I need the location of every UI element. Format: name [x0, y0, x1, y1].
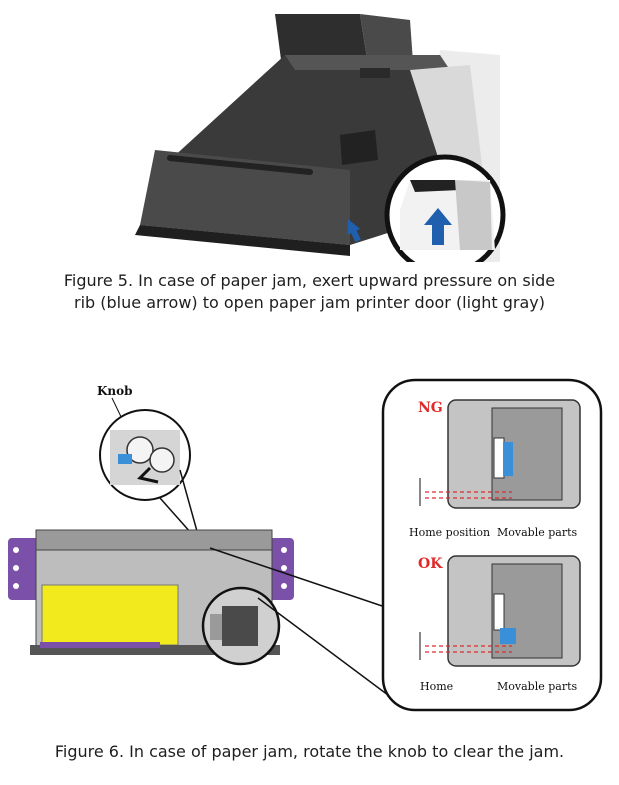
upward-arrow-icon — [347, 219, 361, 243]
bracket-hole — [281, 583, 287, 589]
front-lip — [135, 225, 350, 256]
printer-slot — [340, 130, 378, 165]
ok-home-label: Home — [420, 680, 453, 693]
inset-rib — [410, 180, 460, 192]
inset-upward-arrow-icon — [424, 208, 452, 245]
figure-5-caption: Figure 5. In case of paper jam, exert up… — [0, 270, 619, 314]
inset-side — [455, 180, 492, 250]
base-purple-strip — [40, 642, 160, 648]
printer-top-edge — [285, 55, 450, 70]
bracket-hole — [281, 565, 287, 571]
bracket-hole — [13, 583, 19, 589]
figure-5-illustration — [135, 14, 506, 262]
bracket-hole — [13, 565, 19, 571]
figure-6-illustration: Knob NG Home position Movable parts OK — [8, 378, 603, 712]
ok-status-label: OK — [418, 556, 443, 572]
bracket-hole — [281, 547, 287, 553]
knob-label: Knob — [97, 384, 133, 398]
knob-blue-part — [118, 454, 132, 464]
knob-gear — [126, 436, 154, 464]
ng-home-position-label: Home position — [409, 526, 490, 539]
ng-spring — [493, 437, 505, 479]
ng-movable-parts-label: Movable parts — [497, 526, 578, 539]
printer-base — [30, 645, 280, 655]
rotate-arrow-icon — [137, 466, 159, 484]
ok-spring — [493, 593, 505, 631]
figure-5-caption-line-1: Figure 5. In case of paper jam, exert up… — [63, 271, 556, 290]
mechanism-gears — [222, 606, 258, 646]
ng-movable-part — [503, 442, 513, 476]
mechanism-spring — [210, 614, 222, 640]
callout-pointer-line-1 — [209, 547, 389, 609]
ok-movable-parts-label: Movable parts — [497, 680, 578, 693]
right-bracket — [268, 538, 294, 600]
left-bracket — [8, 538, 40, 600]
door-slot — [167, 155, 313, 175]
control-buttons — [360, 68, 390, 78]
bracket-hole — [13, 547, 19, 553]
ok-movable-part — [500, 628, 516, 644]
knob-wheel — [149, 447, 175, 473]
paper-area — [41, 584, 179, 646]
figure-5-caption-line-2: rib (blue arrow) to open paper jam print… — [74, 293, 545, 312]
figure-6-caption: Figure 6. In case of paper jam, rotate t… — [54, 742, 565, 761]
ng-status-label: NG — [418, 400, 443, 416]
printer-top-rail — [35, 529, 273, 551]
callout-pointer-line-2 — [257, 597, 389, 696]
